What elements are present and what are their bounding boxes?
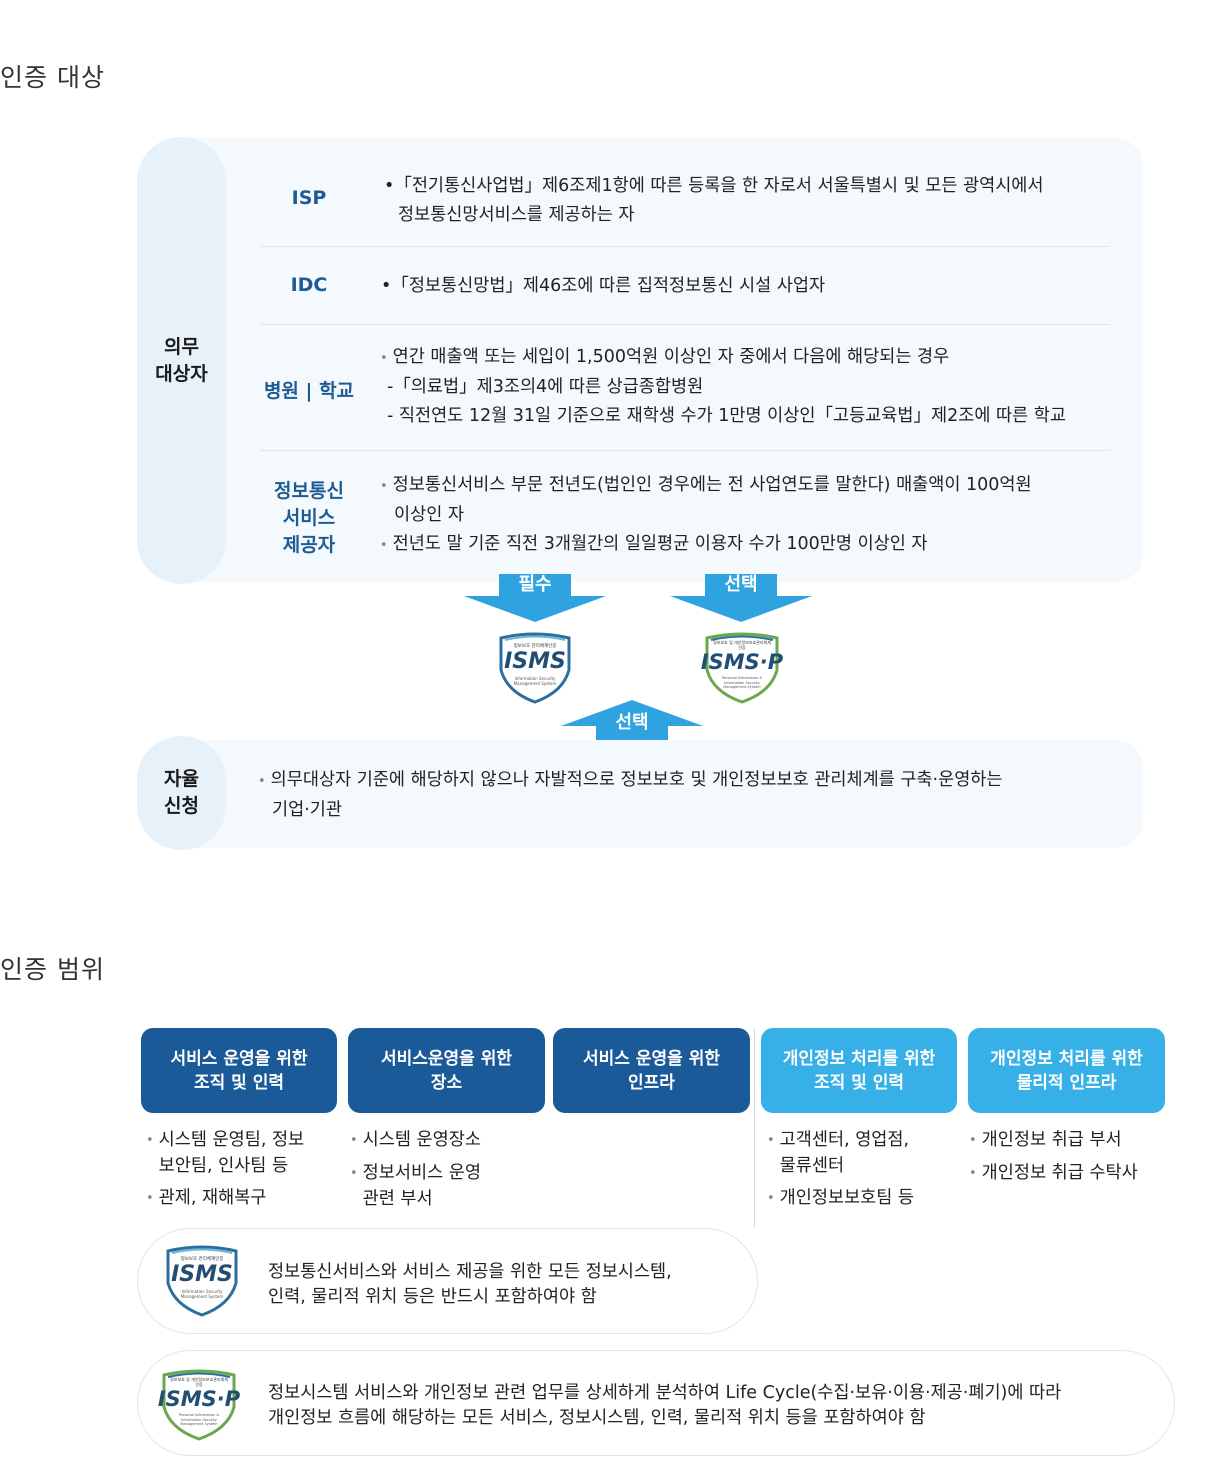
section-title-scope: 인증 범위 <box>0 955 105 984</box>
bullet-icon: • <box>380 479 388 494</box>
bullet-icon: • <box>350 1166 358 1181</box>
voluntary-text: •의무대상자 기준에 해당하지 않으나 자발적으로 정보보호 및 개인정보보호 … <box>258 770 1003 820</box>
voluntary-panel <box>165 740 1143 848</box>
isms-logo-small: 정보보호 관리체계인증 ISMS Information Security Ma… <box>160 1243 244 1317</box>
section-title-target: 인증 대상 <box>0 63 105 92</box>
row-text-service-provider: •정보통신서비스 부문 전년도(법인인 경우에는 전 사업연도를 말한다) 매출… <box>380 475 1032 554</box>
mandatory-label: 의무 대상자 <box>137 137 226 584</box>
bullet-icon: • <box>146 1191 154 1206</box>
bullet-icon: • <box>380 538 388 553</box>
scope-head-pi-org: 개인정보 처리를 위한 조직 및 인력 <box>761 1028 957 1113</box>
ismsp-logo-small: 정보보호 및 개인정보보호관리체계 인증 ISMS·P Personal Inf… <box>150 1367 248 1441</box>
divider <box>260 246 1110 247</box>
divider <box>260 324 1110 325</box>
row-label-service-provider: 정보통신 서비스 제공자 <box>274 480 344 556</box>
scope-list-org: •시스템 운영팀, 정보 보안팀, 인사팀 등 •관제, 재해복구 <box>146 1127 336 1218</box>
scope-list-pi-org: •고객센터, 영업점, 물류센터 •개인정보보호팀 등 <box>767 1127 957 1218</box>
row-label-hospital-school: 병원 | 학교 <box>263 380 355 402</box>
row-text-isp: •「전기통신사업법」제6조제1항에 따른 등록을 한 자로서 서울특별시 및 모… <box>384 176 1044 225</box>
bullet-icon: • <box>969 1166 977 1181</box>
mandatory-panel <box>165 138 1143 582</box>
row-text-idc: •「정보통신망법」제46조에 따른 집적정보통신 시설 사업자 <box>381 276 826 296</box>
scope-head-org: 서비스 운영을 위한 조직 및 인력 <box>141 1028 337 1113</box>
note-ismsp <box>137 1350 1175 1456</box>
divider <box>260 450 1110 451</box>
arrow-optional: 선택 <box>670 574 812 622</box>
scope-head-pi-infra: 개인정보 처리를 위한 물리적 인프라 <box>968 1028 1165 1113</box>
row-label-isp: ISP <box>291 187 327 209</box>
bullet-icon: • <box>258 774 266 789</box>
bullet-icon: • <box>380 351 388 366</box>
scope-head-infra: 서비스 운영을 위한 인프라 <box>553 1028 750 1113</box>
bullet-icon: • <box>146 1133 154 1148</box>
scope-divider <box>754 1028 755 1228</box>
bullet-icon: • <box>767 1133 775 1148</box>
voluntary-label: 자율 신청 <box>137 736 226 850</box>
note-ismsp-text: 정보시스템 서비스와 개인정보 관련 업무를 상세하게 분석하여 Life Cy… <box>268 1383 1062 1428</box>
row-text-hospital-school: •연간 매출액 또는 세입이 1,500억원 이상인 자 중에서 다음에 해당되… <box>380 347 1066 426</box>
arrow-required: 필수 <box>464 574 606 622</box>
scope-list-pi-infra: •개인정보 취급 부서 •개인정보 취급 수탁사 <box>969 1127 1169 1193</box>
scope-head-place: 서비스운영을 위한 장소 <box>348 1028 545 1113</box>
bullet-icon: • <box>350 1133 358 1148</box>
row-label-idc: IDC <box>290 274 328 296</box>
arrow-voluntary: 선택 <box>561 700 703 746</box>
bullet-icon: • <box>969 1133 977 1148</box>
note-isms-text: 정보통신서비스와 서비스 제공을 위한 모든 정보시스템, 인력, 물리적 위치… <box>268 1262 672 1307</box>
ismsp-logo: 정보보호 및 개인정보보호관리체계 인증 ISMS·P Personal Inf… <box>693 630 791 704</box>
isms-logo: 정보보호 관리체계인증 ISMS Information Security Ma… <box>493 630 577 704</box>
bullet-icon: • <box>767 1191 775 1206</box>
scope-list-place: •시스템 운영장소 •정보서비스 운영 관련 부서 <box>350 1127 540 1218</box>
note-isms <box>137 1228 758 1334</box>
